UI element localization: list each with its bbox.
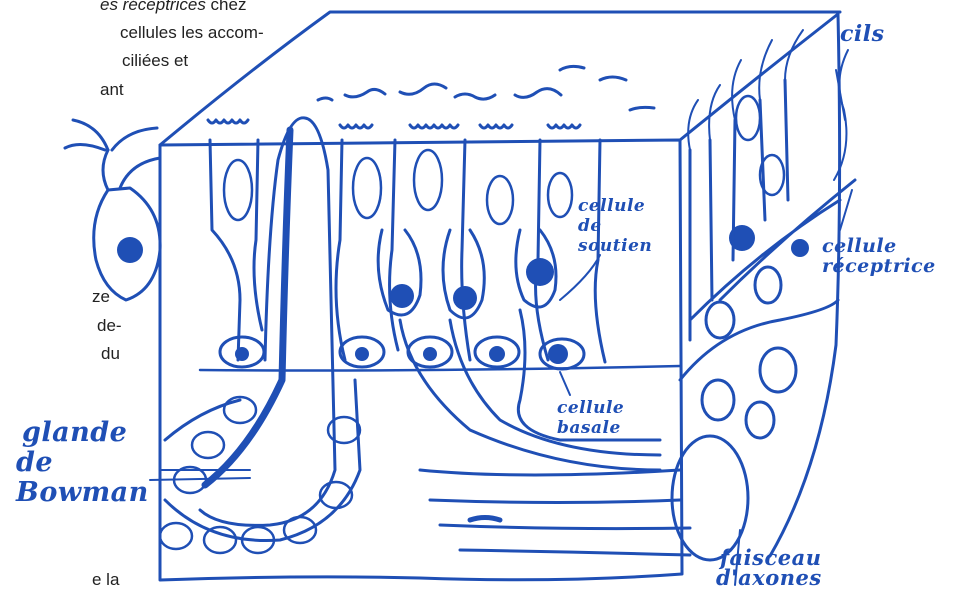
label-bowman-line-3: Bowman [16,478,149,508]
supporting-cells [208,120,605,362]
block-outline-top [160,12,840,145]
label-basale-line-1: cellule [557,398,624,418]
label-faisceau-d-axones: faisceau d'axones [720,548,826,588]
label-bowman-line-1: glande [22,418,155,448]
label-glande-de-bowman: glande de Bowman [22,418,155,508]
supporting-cell-nuclei [224,96,784,224]
mucus-squiggles [318,66,654,110]
label-cellule-receptrice: cellule réceptrice [822,236,936,276]
label-cellule-basale: cellule basale [557,398,624,438]
label-soutien-line-3: soutien [578,236,652,256]
axon-bundle [420,436,748,560]
label-cils: cils [840,24,885,44]
bowman-gland [160,118,360,541]
label-soutien-line-1: cellule [578,196,652,216]
label-receptrice-line-1: cellule [822,236,936,256]
label-bowman-line-2: de [16,448,149,478]
label-faisceau-line-2: d'axones [716,568,822,588]
label-cellule-de-soutien: cellule de soutien [578,196,652,256]
label-basale-line-2: basale [557,418,624,438]
label-soutien-line-2: de [578,216,652,236]
basal-cells [200,337,680,371]
left-receptor-cell [65,120,160,300]
label-receptrice-line-2: réceptrice [822,256,936,276]
